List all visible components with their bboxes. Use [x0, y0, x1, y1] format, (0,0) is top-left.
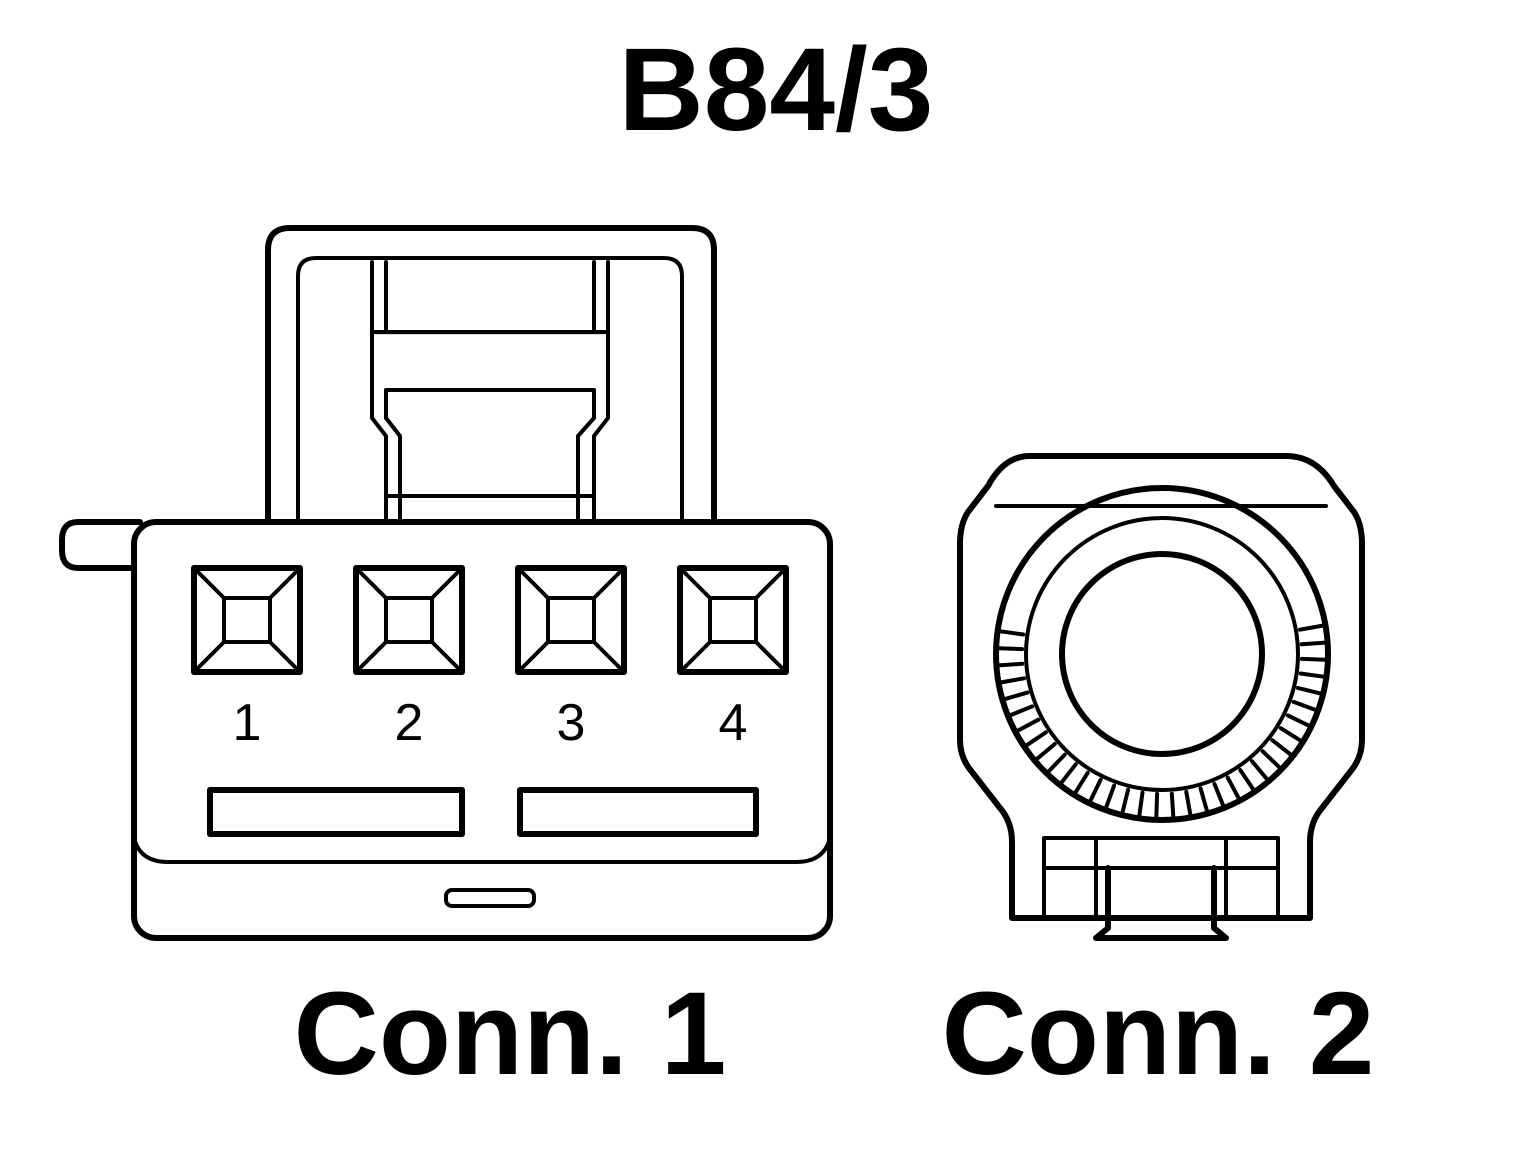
knurl-tick: [1120, 787, 1131, 816]
pin-cavity-4: [677, 565, 789, 675]
knurl-tick: [1073, 770, 1090, 796]
knurl-tick: [1299, 640, 1328, 647]
knurl-tick: [1015, 717, 1041, 733]
knurl-tick: [1034, 742, 1057, 762]
knurl-tick: [998, 676, 1027, 685]
knurl-tick: [1291, 699, 1319, 713]
knurl-tick: [1059, 762, 1078, 786]
knurl-tick: [1103, 783, 1117, 811]
connector-2-drawing: [957, 453, 1365, 941]
knurl-tick: [1225, 775, 1241, 801]
knurl-tick: [1278, 726, 1304, 743]
knurl-tick: [1184, 789, 1193, 818]
knurl-tick: [1169, 791, 1176, 820]
pin-label-3: 3: [557, 694, 586, 752]
pin-cavity-3: [515, 565, 627, 675]
knurl-tick: [1198, 786, 1210, 814]
pin-label-2: 2: [395, 694, 424, 752]
pin-cavity-1: [191, 565, 303, 675]
knurl-tick: [1250, 759, 1270, 782]
pin-label-4: 4: [719, 694, 748, 752]
pin-cavity-2: [353, 565, 465, 675]
knurl-tick: [997, 629, 1026, 637]
knurl-tick: [1295, 685, 1324, 696]
knurl-tick: [1297, 623, 1326, 632]
connector-2-label: Conn. 2: [942, 968, 1375, 1100]
pin-label-1: 1: [233, 694, 262, 752]
knurl-tick: [1270, 738, 1294, 757]
connector-1-label: Conn. 1: [294, 968, 727, 1100]
knurl-tick: [996, 661, 1025, 668]
knurl-tick: [996, 646, 1025, 652]
knurl-tick: [1260, 749, 1282, 770]
knurl-tick: [1212, 781, 1226, 809]
diagram-title: B84/3: [619, 24, 934, 156]
knurl-tick: [1007, 704, 1035, 718]
knurl-tick: [1002, 690, 1030, 702]
knurl-tick: [1299, 656, 1328, 662]
knurl-ring: [996, 623, 1328, 820]
knurl-tick: [1154, 791, 1160, 820]
knurl-tick: [1285, 713, 1312, 728]
knurl-tick: [1024, 730, 1048, 748]
knurl-tick: [1088, 777, 1103, 804]
knurl-tick: [1298, 671, 1327, 679]
knurl-tick: [1137, 790, 1145, 819]
knurl-tick: [1046, 752, 1067, 774]
knurl-tick: [1238, 768, 1256, 792]
connector-1-drawing: 1 2 3 4: [59, 225, 833, 941]
